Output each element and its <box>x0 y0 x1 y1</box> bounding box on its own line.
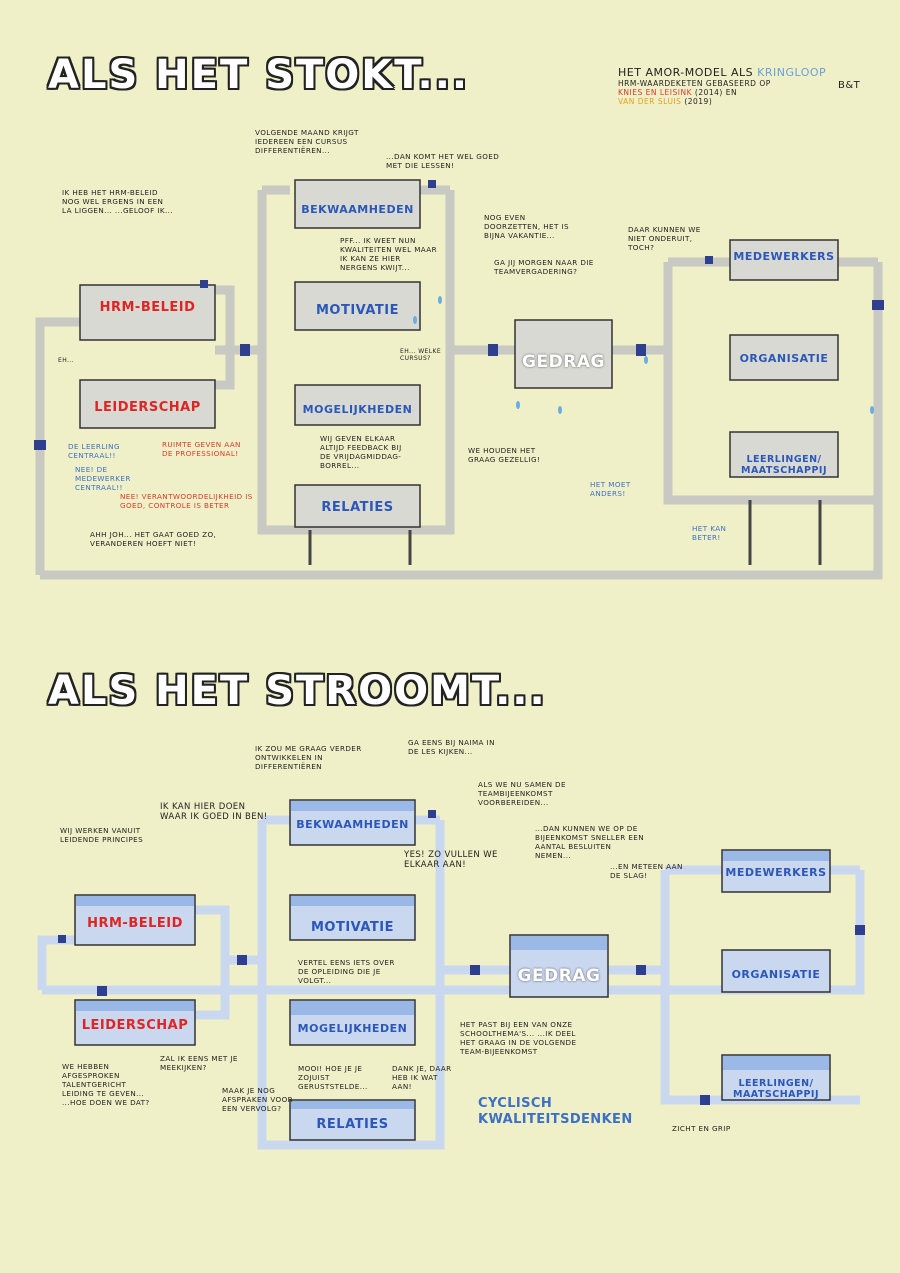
bottom-tank-relaties: RELATIES <box>316 1117 389 1132</box>
bubble-eh: EH... <box>58 357 74 364</box>
brand-logo: B&T <box>838 80 861 91</box>
bubble-meteen: ...EN METEEN AAN DE SLAG! <box>610 862 683 880</box>
bubble-bijeenkomst: ALS WE NU SAMEN DE TEAMBIJEENKOMST VOORB… <box>478 780 566 807</box>
header-title: HET AMOR-MODEL ALS <box>618 66 754 79</box>
top-tank-gedrag: GEDRAG <box>522 352 605 372</box>
title-stroomt: ALS HET STROOMT... <box>48 668 547 714</box>
bubble-kan-beter: HET KAN BETER! <box>692 524 727 542</box>
bottom-tank-gedrag: GEDRAG <box>517 966 601 986</box>
bubble-cursus: VOLGENDE MAAND KRIJGT IEDEREEN EEN CURSU… <box>255 128 359 155</box>
bubble-schoolthemas: HET PAST BIJ EEN VAN ONZE SCHOOLTHEMA'S.… <box>460 1020 577 1056</box>
bubble-talent: WE HEBBEN AFGESPROKEN TALENTGERICHT LEID… <box>62 1062 150 1107</box>
header-subtitle: HRM-WAARDEKETEN GEBASEERD OP <box>618 79 771 88</box>
bubble-ontwikkelen: IK ZOU ME GRAAG VERDER ONTWIKKELEN IN DI… <box>255 744 362 771</box>
bubble-onderuit: DAAR KUNNEN WE NIET ONDERUIT, TOCH? <box>628 225 701 252</box>
top-tank-medewerkers: MEDEWERKERS <box>733 250 835 263</box>
header-source-2: VAN DER SLUIS <box>618 97 682 106</box>
header-block: HET AMOR-MODEL ALS KRINGLOOP HRM-WAARDEK… <box>618 66 888 106</box>
top-tank-relaties: RELATIES <box>321 500 394 515</box>
bubble-teamvergadering: GA JIJ MORGEN NAAR DIE TEAMVERGADERING? <box>494 258 594 276</box>
bubble-moet-anders: HET MOET ANDERS! <box>590 480 631 498</box>
bubble-afspraken: MAAK JE NOG AFSPRAKEN VOOR EEN VERVOLG? <box>222 1086 294 1113</box>
bubble-medewerker-centraal: NEE! DE MEDEWERKER CENTRAAL!! <box>75 465 131 492</box>
top-tank-motivatie: MOTIVATIE <box>315 303 399 318</box>
bubble-hrm-la: IK HEB HET HRM-BELEID NOG WEL ERGENS IN … <box>62 188 174 215</box>
top-tank-leerlingen: LEERLINGEN/ MAATSCHAPPIJ <box>740 454 827 476</box>
bubble-naima: GA EENS BIJ NAIMA IN DE LES KIJKEN... <box>408 738 495 756</box>
bottom-tank-leerlingen: LEERLINGEN/ MAATSCHAPPIJ <box>732 1078 819 1100</box>
top-tank-organisatie: ORGANISATIE <box>739 352 829 365</box>
header-source-2-year: (2019) <box>684 97 713 106</box>
bubble-goed-in: IK KAN HIER DOEN WAAR IK GOED IN BEN! <box>160 802 268 822</box>
header-source-1: KNIES EN LEISINK <box>618 88 692 97</box>
bottom-tank-leiderschap: LEIDERSCHAP <box>81 1018 189 1033</box>
bubble-vullen: YES! ZO VULLEN WE ELKAAR AAN! <box>404 850 498 870</box>
top-tank-leiderschap: LEIDERSCHAP <box>94 400 201 415</box>
header-source-1-year: (2014) EN <box>694 88 738 97</box>
bubble-feedback: WIJ GEVEN ELKAAR ALTIJD FEEDBACK BIJ DE … <box>320 434 402 470</box>
bubble-ruimte: RUIMTE GEVEN AAN DE PROFESSIONAL! <box>162 440 241 458</box>
bubble-mooi: MOOI! HOE JE JE ZOJUIST GERUSTSTELDE... <box>298 1064 368 1091</box>
top-tank-hrm-beleid: HRM-BELEID <box>99 300 196 315</box>
bubble-principes: WIJ WERKEN VANUIT LEIDENDE PRINCIPES <box>60 826 144 844</box>
bubble-doorzetten: NOG EVEN DOORZETTEN, HET IS BIJNA VAKANT… <box>484 213 569 240</box>
bubble-welke-cursus: EH... WELKE CURSUS? <box>400 348 442 362</box>
bubble-opleiding: VERTEL EENS IETS OVER DE OPLEIDING DIE J… <box>298 958 395 985</box>
top-tank-mogelijkheden: MOGELIJKHEDEN <box>302 403 413 416</box>
bottom-tank-mogelijkheden: MOGELIJKHEDEN <box>297 1022 408 1035</box>
top-diagram <box>34 179 884 580</box>
bubble-verantwoordelijkheid: NEE! VERANTWOORDELIJKHEID IS GOED, CONTR… <box>120 492 253 510</box>
bubble-kwaliteiten: PFF... IK WEET NUN KWALITEITEN WEL MAAR … <box>340 236 438 272</box>
bubble-zicht-grip: ZICHT EN GRIP <box>672 1124 731 1133</box>
top-tank-bekwaamheden: BEKWAAMHEDEN <box>301 203 414 216</box>
bubble-meekijken: ZAL IK EENS MET JE MEEKIJKEN? <box>160 1054 238 1072</box>
bottom-tank-motivatie: MOTIVATIE <box>310 920 394 935</box>
bubble-sneller: ...DAN KUNNEN WE OP DE BIJEENKOMST SNELL… <box>535 824 645 860</box>
bottom-tank-hrm-beleid: HRM-BELEID <box>87 916 183 931</box>
bottom-tank-organisatie: ORGANISATIE <box>731 968 821 981</box>
bottom-diagram <box>37 799 865 1150</box>
title-stokt: ALS HET STOKT... <box>48 52 470 98</box>
header-kringloop: KRINGLOOP <box>757 66 827 79</box>
bottom-tank-medewerkers: MEDEWERKERS <box>725 866 827 879</box>
bubble-gezellig: WE HOUDEN HET GRAAG GEZELLIG! <box>468 446 541 464</box>
cyclisch-kwaliteitsdenken: CYCLISCH KWALITEITSDENKEN <box>478 1096 633 1127</box>
bubble-lessen: ...DAN KOMT HET WEL GOED MET DIE LESSEN! <box>386 152 500 170</box>
bubble-dank: DANK JE, DAAR HEB IK WAT AAN! <box>392 1064 452 1091</box>
bottom-tank-bekwaamheden: BEKWAAMHEDEN <box>296 818 409 831</box>
bubble-ahh-joh: AHH JOH... HET GAAT GOED ZO, VERANDEREN … <box>90 530 217 548</box>
bubble-leerling-centraal: DE LEERLING CENTRAAL!! <box>68 442 120 460</box>
